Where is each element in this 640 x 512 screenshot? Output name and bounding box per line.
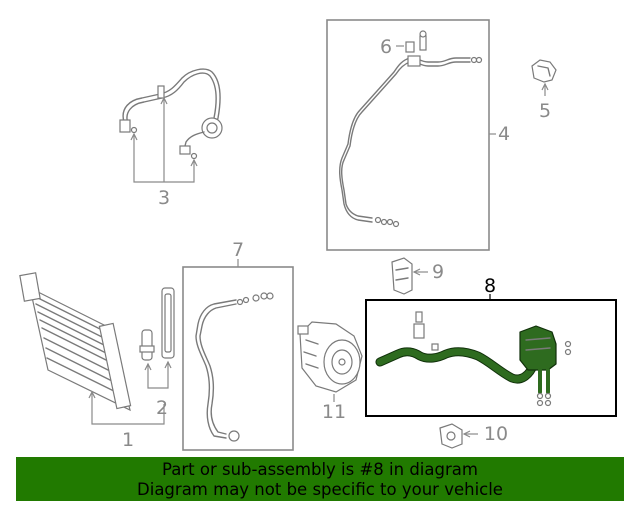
part-8-hose-highlighted[interactable]: [375, 311, 572, 407]
callout-3[interactable]: 3: [158, 187, 170, 209]
part-2-receiver[interactable]: [139, 287, 175, 361]
callout-1[interactable]: 1: [122, 429, 134, 451]
info-banner: Part or sub-assembly is #8 in diagram Di…: [16, 457, 624, 501]
part-11-compressor[interactable]: [297, 321, 363, 393]
callout-11[interactable]: 11: [322, 401, 346, 423]
part-10-bracket[interactable]: [439, 423, 463, 449]
part-4-pipe[interactable]: [339, 55, 483, 228]
leader-5-arrow: [541, 82, 549, 91]
callout-4[interactable]: 4: [498, 123, 510, 145]
parts-diagram: 3 6 4 5: [19, 19, 617, 451]
callout-7[interactable]: 7: [232, 239, 244, 261]
leader-10-arrow: [462, 430, 471, 438]
part-7-pipe[interactable]: [195, 292, 274, 442]
callout-2[interactable]: 2: [156, 397, 168, 419]
callout-9[interactable]: 9: [432, 261, 444, 283]
callout-5[interactable]: 5: [539, 100, 551, 122]
callout-8[interactable]: 8: [484, 275, 496, 297]
part-3-hose[interactable]: [119, 68, 223, 160]
banner-line-2: Diagram may not be specific to your vehi…: [137, 480, 503, 499]
part-5-bracket[interactable]: [531, 59, 557, 83]
leader-9-arrow: [412, 268, 421, 276]
frame-part-4: [326, 19, 490, 251]
part-1-condenser[interactable]: [19, 272, 132, 412]
callout-6[interactable]: 6: [380, 36, 392, 58]
part-9-bracket[interactable]: [391, 257, 413, 295]
frame-part-8: [365, 299, 617, 417]
banner-line-1: Part or sub-assembly is #8 in diagram: [162, 460, 478, 479]
frame-part-7: [182, 266, 294, 451]
callout-10[interactable]: 10: [484, 423, 508, 445]
leader-3: [130, 96, 198, 183]
leader-2: [144, 360, 172, 389]
part-6-valve[interactable]: [405, 30, 427, 53]
leader-1: [88, 390, 165, 425]
